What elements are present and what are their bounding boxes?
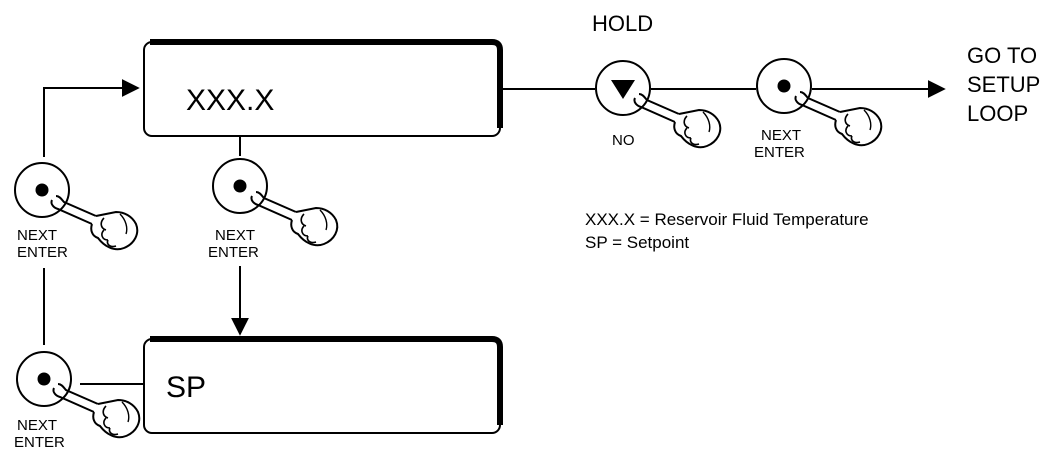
display-bottom: SP [143,336,503,434]
down-triangle-icon [611,80,635,99]
next-enter-button-middle[interactable]: NEXT ENTER [208,158,339,261]
enter-label: ENTER [208,244,259,261]
display-top-text: XXX.X [186,84,274,117]
next-label: NEXT [17,417,57,434]
dot-button-icon [35,183,49,197]
display-top: XXX.X [143,39,503,137]
next-label: NEXT [215,227,255,244]
next-label: NEXT [761,127,801,144]
legend-line2: SP = Setpoint [585,233,689,252]
next-enter-button-left-upper[interactable]: NEXT ENTER [14,162,139,261]
pointing-hand-icon [250,191,339,247]
next-enter-button-left-lower[interactable]: NEXT ENTER [14,351,141,451]
connector-lines [43,79,946,385]
enter-label: ENTER [754,144,805,161]
down-button[interactable]: NO [595,60,722,149]
goto-setup-loop: GO TO SETUP LOOP [967,43,1040,126]
goto-line3: LOOP [967,101,1028,126]
legend: XXX.X = Reservoir Fluid Temperature SP =… [585,210,869,252]
dot-button-icon [37,372,51,386]
hold-label: HOLD [592,11,653,36]
enter-label: ENTER [14,434,65,451]
dot-button-icon [777,79,791,93]
goto-line1: GO TO [967,43,1037,68]
next-enter-button-right[interactable]: NEXT ENTER [754,58,883,161]
enter-label: ENTER [17,244,68,261]
pointing-hand-icon [633,93,722,149]
display-bottom-text: SP [166,371,206,404]
next-label: NEXT [17,227,57,244]
no-label: NO [612,132,635,149]
dot-button-icon [233,179,247,193]
legend-line1: XXX.X = Reservoir Fluid Temperature [585,210,869,229]
pointing-hand-icon [794,91,883,147]
goto-line2: SETUP [967,72,1040,97]
